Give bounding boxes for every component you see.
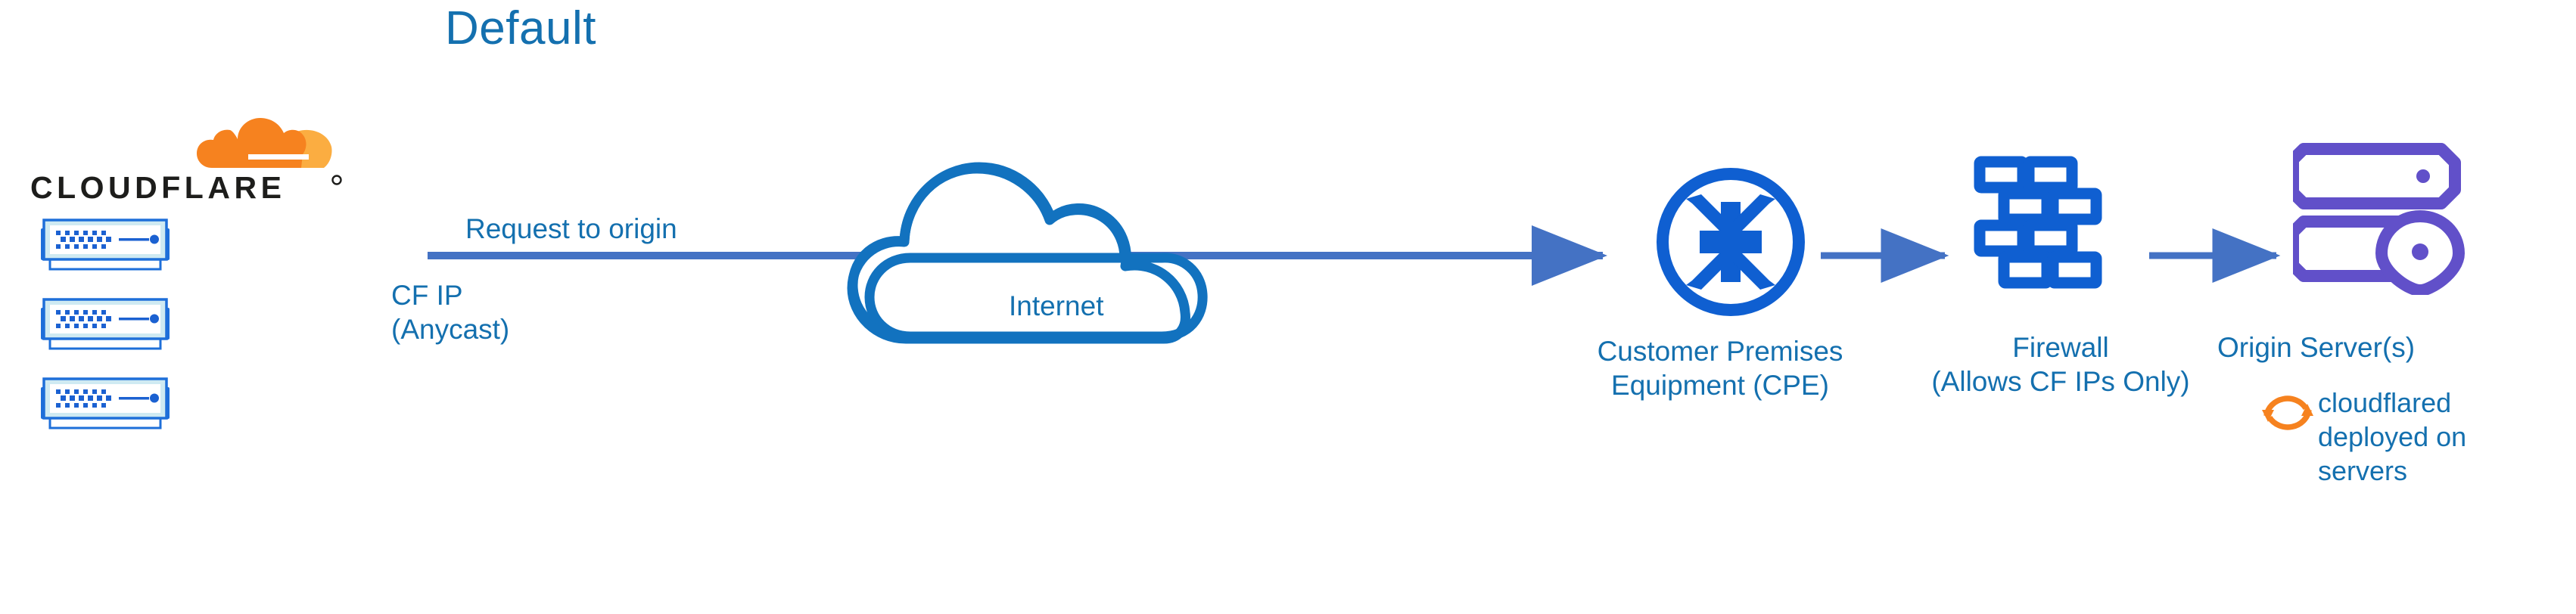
cloudflare-logo: CLOUDFLARE bbox=[30, 104, 348, 204]
cloudflare-edge-switch-3 bbox=[30, 377, 182, 431]
cloudflared-annotation-label: cloudflared deployed on servers bbox=[2318, 387, 2467, 486]
router-icon bbox=[1657, 168, 1805, 316]
cloud-icon: Internet bbox=[847, 162, 1208, 344]
page-title: Default bbox=[445, 2, 596, 54]
internet-label-inline: Internet bbox=[1009, 290, 1104, 321]
request-to-origin-label: Request to origin bbox=[465, 213, 677, 244]
firewall-label: Firewall (Allows CF IPs Only) bbox=[1931, 332, 2190, 397]
cloudflare-edge-switch-2 bbox=[30, 297, 182, 352]
cloudflare-wordmark-icon: CLOUDFLARE bbox=[30, 171, 342, 204]
server-location-pin-icon bbox=[2293, 143, 2465, 295]
sync-arrows-icon bbox=[2262, 395, 2313, 430]
cpe-label: Customer Premises Equipment (CPE) bbox=[1597, 336, 1843, 401]
cf-ip-anycast-label: CF IP (Anycast) bbox=[391, 280, 510, 345]
cloudflare-edge-switch-1 bbox=[30, 218, 182, 272]
brick-wall-icon bbox=[1974, 156, 2102, 289]
cloudflare-cloud-logo-icon bbox=[197, 118, 332, 168]
svg-text:CLOUDFLARE: CLOUDFLARE bbox=[30, 171, 285, 204]
origin-server-label: Origin Server(s) bbox=[2217, 332, 2416, 363]
